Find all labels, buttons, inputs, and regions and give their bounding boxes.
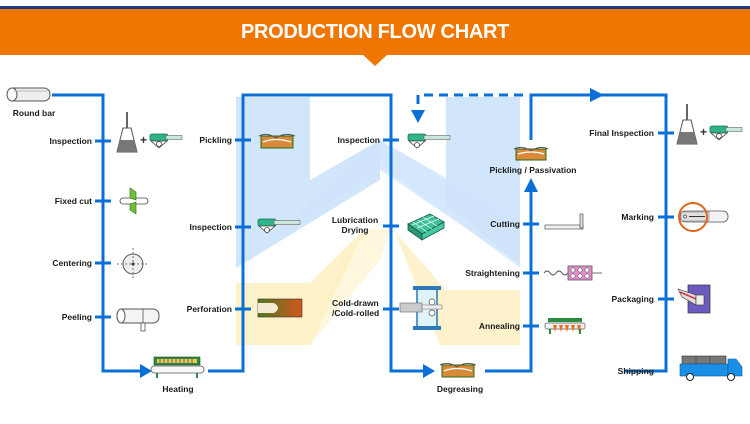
label-pickling-passivation: Pickling / Passivation (489, 165, 577, 175)
label-lubrication-line1: Lubrication (331, 215, 379, 225)
page-title: PRODUCTION FLOW CHART (240, 21, 510, 43)
flow-line-col3 (485, 190, 533, 373)
piercing-icon (257, 298, 303, 318)
flow-line-col1 (52, 93, 142, 373)
label-heating: Heating (162, 384, 194, 394)
arrow-up-to-pickling (524, 178, 538, 192)
label-packaging: Packaging (611, 294, 654, 304)
flow-line-col2 (208, 93, 425, 373)
crosshair-icon (117, 248, 149, 280)
label-straightening: Straightening (465, 268, 520, 278)
blue-shade-band (380, 140, 520, 268)
header-top-line (0, 6, 750, 9)
arrow-to-degreasing (423, 364, 435, 378)
svg-text:+: + (140, 133, 147, 147)
arrowheads (140, 88, 604, 378)
label-cutting: Cutting (490, 219, 520, 229)
label-inspection-1: Inspection (49, 136, 92, 146)
label-final-inspection: Final Inspection (589, 128, 654, 138)
label-pickling: Pickling (199, 135, 232, 145)
svg-text:+: + (700, 125, 707, 139)
label-inspection-2: Inspection (189, 222, 232, 232)
label-lubrication: Lubrication Drying (325, 215, 385, 235)
yellow-shade-right (395, 232, 520, 345)
label-marking: Marking (621, 212, 654, 222)
peeling-bar-icon (116, 308, 160, 332)
flask-and-gauge-icon: + (116, 112, 183, 153)
pickling-passivation-icon (513, 146, 549, 161)
banner-notch (362, 54, 388, 66)
round-bar-icon (6, 87, 51, 102)
label-fixed-cut: Fixed cut (54, 196, 92, 206)
label-centering: Centering (52, 258, 92, 268)
label-perforation: Perforation (186, 304, 232, 314)
title-banner (0, 9, 750, 55)
label-cold-drawn-line1: Cold-drawn (332, 298, 379, 308)
label-cold-drawn: Cold-drawn /Cold-rolled (332, 298, 392, 318)
straightener-icon (543, 265, 602, 281)
label-lubrication-line2: Drying (341, 225, 369, 235)
label-round-bar: Round bar (12, 108, 56, 118)
dashed-return-line (416, 93, 523, 113)
label-peeling: Peeling (61, 312, 92, 322)
drawing-die-icon (399, 286, 443, 330)
label-annealing: Annealing (478, 321, 520, 331)
degreasing-tank-icon (439, 362, 477, 378)
label-cold-drawn-line2: /Cold-rolled (332, 308, 380, 318)
arrow-down-dashed (411, 110, 425, 123)
flask-and-gauge-icon: + (676, 104, 743, 145)
cut-tube-icon (544, 213, 584, 230)
label-shipping: Shipping (617, 366, 654, 376)
gauge-icon (407, 133, 451, 149)
arrow-right-top (590, 88, 604, 102)
flow-lines (52, 93, 674, 373)
marked-tube-icon (678, 202, 729, 232)
bundle-icon (677, 284, 711, 314)
arrow-to-heating (140, 364, 152, 378)
truck-icon (679, 355, 743, 381)
furnace-icon (150, 356, 205, 378)
label-inspection-3: Inspection (337, 135, 380, 145)
cutter-icon (119, 187, 149, 215)
pickling-tank-icon (258, 133, 296, 149)
annealing-furnace-icon (544, 318, 586, 334)
label-degreasing: Degreasing (436, 384, 484, 394)
gauge-icon (257, 218, 301, 234)
drying-rack-icon (407, 213, 445, 241)
flow-line-top-right (529, 93, 668, 373)
yellow-shade-center (275, 228, 390, 345)
